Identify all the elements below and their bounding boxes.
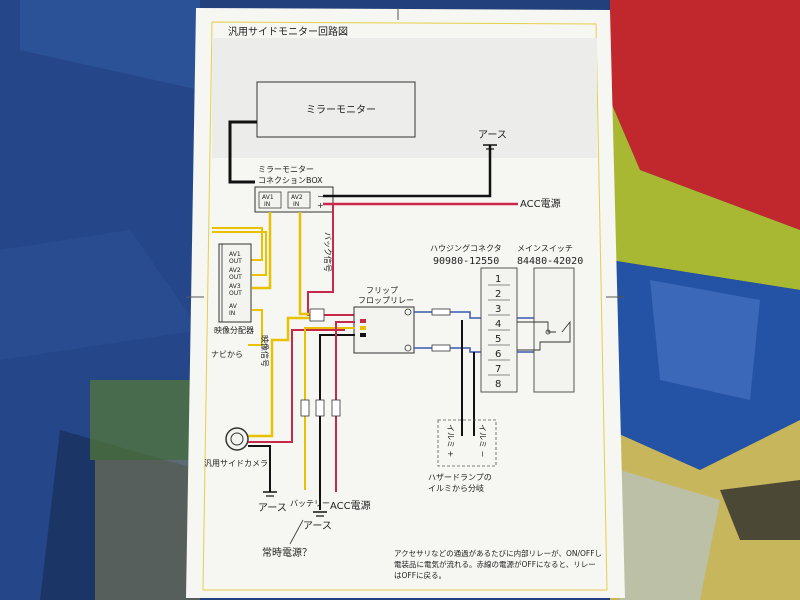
main-switch-code: 84480-42020 [517, 256, 583, 267]
splitter-av2: AV2 [229, 267, 241, 274]
pin-4: 4 [495, 319, 501, 330]
diagram-title: 汎用サイドモニター回路図 [228, 25, 348, 38]
wire-yellow-camera [248, 316, 318, 438]
pin-6: 6 [495, 349, 501, 360]
note-line-3: はOFFに戻る。 [394, 570, 446, 580]
main-switch-label: メインスイッチ [517, 244, 573, 253]
ground-bottom-label: アース [303, 521, 332, 532]
pin-3: 3 [495, 304, 501, 315]
wire-black-camera [248, 445, 271, 492]
video-signal-label: 映像信号 [260, 335, 270, 367]
relay-label-1: フリップ [366, 286, 398, 295]
hazard-label-1: ハザードランプの [428, 473, 492, 482]
ground-left-label: アース [258, 503, 287, 514]
av2-label: AV2 [291, 194, 303, 201]
wire-yellow-av1 [252, 212, 272, 290]
splitter-av1: AV1 [229, 251, 241, 258]
minus-label: − [317, 192, 324, 201]
in2-label: IN [293, 201, 299, 208]
relay-label-2: フロップリレー [358, 296, 414, 305]
connection-box-label-1: ミラーモニター [258, 165, 314, 174]
acc-top-label: ACC電源 [520, 197, 561, 210]
housing-label: ハウジングコネクタ [430, 243, 502, 253]
splitter-out2: OUT [229, 274, 242, 281]
from-navi-label: ナビから [211, 350, 243, 359]
switch-symbol [517, 320, 571, 351]
av1-label: AV1 [262, 194, 274, 201]
wire-black-bottom [319, 334, 355, 510]
splitter-out3: OUT [229, 290, 242, 297]
back-signal-label: バック信号 [323, 232, 333, 272]
pin-5: 5 [495, 334, 501, 345]
pin-lines [488, 284, 510, 376]
pin-1: 1 [495, 274, 501, 285]
main-switch [533, 267, 575, 393]
wire-yellow-navi [248, 309, 263, 346]
pin-7: 7 [495, 364, 501, 375]
wire-yellow-battery [304, 327, 355, 490]
housing-code: 90980-12550 [433, 256, 499, 267]
note-line-1: アクセサリなどの通過があるたびに内部リレーが、ON/OFFし [394, 548, 602, 558]
wire-red-camera [248, 329, 345, 443]
illumi-plus-label: イルミ + [446, 424, 455, 457]
hazard-label-2: イルミから分岐 [428, 483, 484, 493]
note-line-2: 電装品に電気が流れる。赤線の電源がOFFになると、リレー [394, 559, 596, 569]
splitter-in: IN [229, 310, 235, 317]
camera-label: 汎用サイドカメラ [204, 459, 268, 468]
pin-8: 8 [495, 379, 501, 390]
battery-label: バッテリー [290, 499, 330, 508]
splitter-av3: AV3 [229, 283, 241, 290]
connection-box-label-2: コネクションBOX [258, 176, 323, 185]
splitter-av: AV [229, 303, 238, 310]
constant-power-label: 常時電源？ [262, 546, 312, 559]
ground-top-label: アース [478, 130, 507, 141]
plus-label: + [317, 201, 324, 210]
mirror-monitor-box [256, 81, 416, 138]
wire-black-ground-top [323, 145, 492, 198]
acc-bottom-label: ACC電源 [330, 499, 371, 512]
splitter-out1: OUT [229, 258, 242, 265]
pin-2: 2 [495, 289, 501, 300]
wire-yellow-out1 [212, 227, 263, 261]
side-camera [225, 427, 249, 451]
in1-label: IN [264, 201, 270, 208]
wire-black-monitor [228, 120, 257, 184]
video-splitter [218, 243, 252, 323]
illumi-minus-label: イルミ − [478, 424, 487, 457]
wire-yellow-out2 [212, 231, 267, 276]
wire-red-acc-bottom [335, 321, 355, 492]
mirror-monitor-label: ミラーモニター [306, 104, 376, 116]
hazard-area [437, 419, 497, 467]
splitter-label: 映像分配器 [214, 325, 254, 335]
